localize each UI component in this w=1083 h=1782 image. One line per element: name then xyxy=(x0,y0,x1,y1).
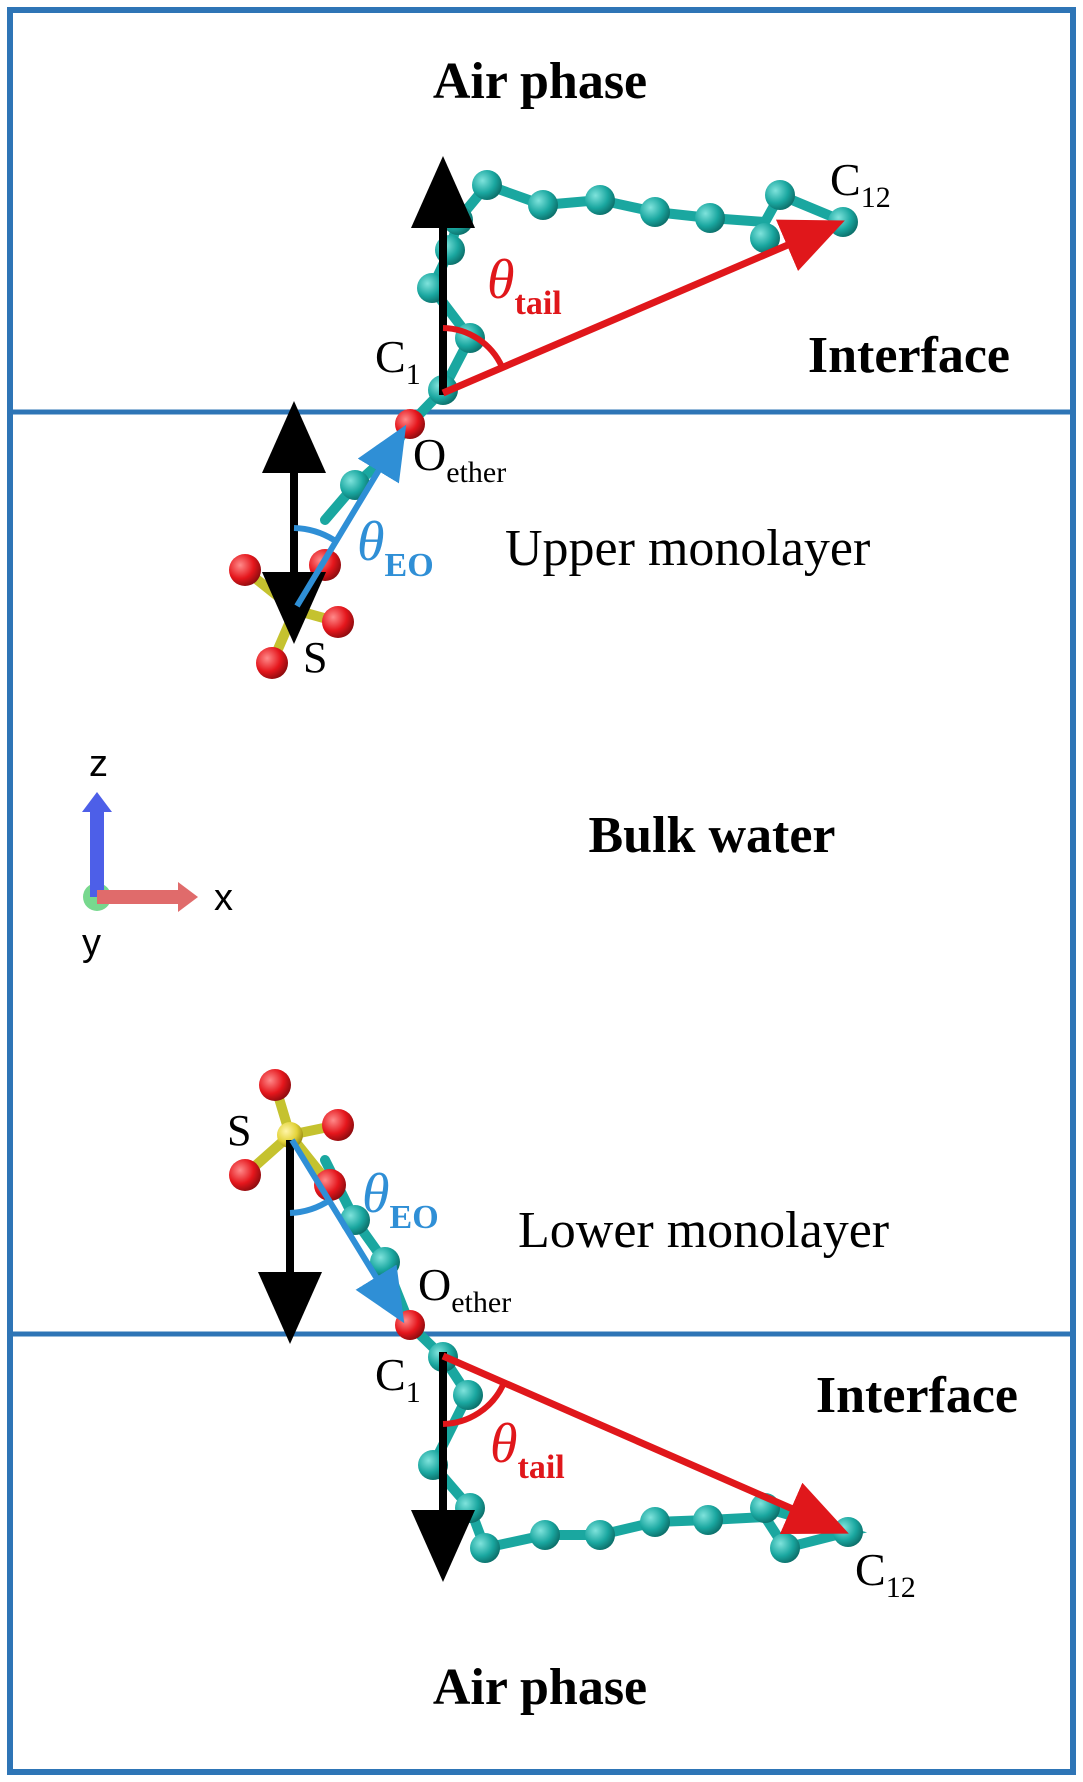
x-axis-label: x xyxy=(214,877,233,919)
upper-eo-vector-arrow xyxy=(294,424,407,608)
air-phase-top-label: Air phase xyxy=(433,53,647,110)
lower-ether-oxygen-atom xyxy=(395,1310,425,1340)
lower-c1-label: C1 xyxy=(375,1349,421,1409)
upper-theta-tail-label: θtail xyxy=(487,249,562,322)
upper-carbon-atom xyxy=(695,203,725,233)
bulk-water-label: Bulk water xyxy=(589,807,836,864)
lower-oxygen-atom xyxy=(259,1069,291,1101)
upper-carbon-atom xyxy=(750,223,780,253)
upper-c1-label: C1 xyxy=(375,331,421,391)
upper-theta-eo-arc xyxy=(293,525,336,543)
lower-theta-tail-label: θtail xyxy=(490,1413,565,1486)
upper-theta-eo-label: θEO xyxy=(357,511,434,584)
lower-theta-eo-arc xyxy=(289,1197,332,1216)
x-axis-head xyxy=(178,882,198,912)
lower-oxygen-atom xyxy=(229,1159,261,1191)
upper-c12-label: C12 xyxy=(830,154,891,214)
upper-carbon-atom xyxy=(828,207,858,237)
lower-c12-label: C12 xyxy=(855,1544,916,1604)
z-axis-head xyxy=(82,792,112,812)
lower-eo-vector-arrow xyxy=(289,1138,405,1324)
upper-carbon-atom xyxy=(765,180,795,210)
lower-theta-tail-arc xyxy=(442,1383,506,1427)
lower-carbon-atom xyxy=(530,1520,560,1550)
z-axis-label: z xyxy=(89,743,108,785)
lower-s-label: S xyxy=(227,1106,251,1155)
upper-carbon-atom xyxy=(443,205,473,235)
lower-carbon-atom xyxy=(770,1533,800,1563)
upper-carbon-atom xyxy=(640,197,670,227)
upper-carbon-atom xyxy=(528,190,558,220)
lower-theta-eo-label: θEO xyxy=(362,1163,439,1236)
y-axis-label: y xyxy=(82,922,101,964)
upper-monolayer-label: Upper monolayer xyxy=(505,520,870,577)
outer-frame xyxy=(7,7,1076,1775)
upper-carbon-atom xyxy=(472,170,502,200)
lower-carbon-atom xyxy=(693,1505,723,1535)
lower-molecule: S Oether C1 C12 θEO θtail xyxy=(227,1069,916,1604)
lower-carbon-atom xyxy=(455,1493,485,1523)
coordinate-axes: z x y xyxy=(82,743,233,964)
lower-carbon-atom xyxy=(833,1517,863,1547)
air-phase-bottom-label: Air phase xyxy=(433,1659,647,1716)
lower-carbon-atom xyxy=(470,1533,500,1563)
upper-theta-tail-arc xyxy=(442,325,505,369)
upper-carbon-atom xyxy=(585,185,615,215)
upper-oxygen-atom xyxy=(256,647,288,679)
lower-carbon-atom xyxy=(453,1380,483,1410)
lower-carbon-atom xyxy=(640,1507,670,1537)
upper-tail-vector-arrow xyxy=(441,219,845,397)
interface-bottom-label: Interface xyxy=(816,1367,1018,1424)
upper-molecule: C12 C1 Oether S θtail θEO xyxy=(229,154,891,682)
lower-oether-label: Oether xyxy=(418,1259,511,1319)
upper-oxygen-atom xyxy=(322,606,354,638)
upper-oxygen-atom xyxy=(229,554,261,586)
lower-oxygen-atom xyxy=(322,1109,354,1141)
lower-sulfur-atom xyxy=(277,1122,303,1148)
upper-s-label: S xyxy=(303,633,327,682)
lower-monolayer-label: Lower monolayer xyxy=(518,1202,889,1259)
lower-carbon-atom xyxy=(585,1520,615,1550)
upper-oether-label: Oether xyxy=(413,429,506,489)
interface-top-label: Interface xyxy=(808,327,1010,384)
lower-tail-vector-arrow xyxy=(441,1352,849,1535)
